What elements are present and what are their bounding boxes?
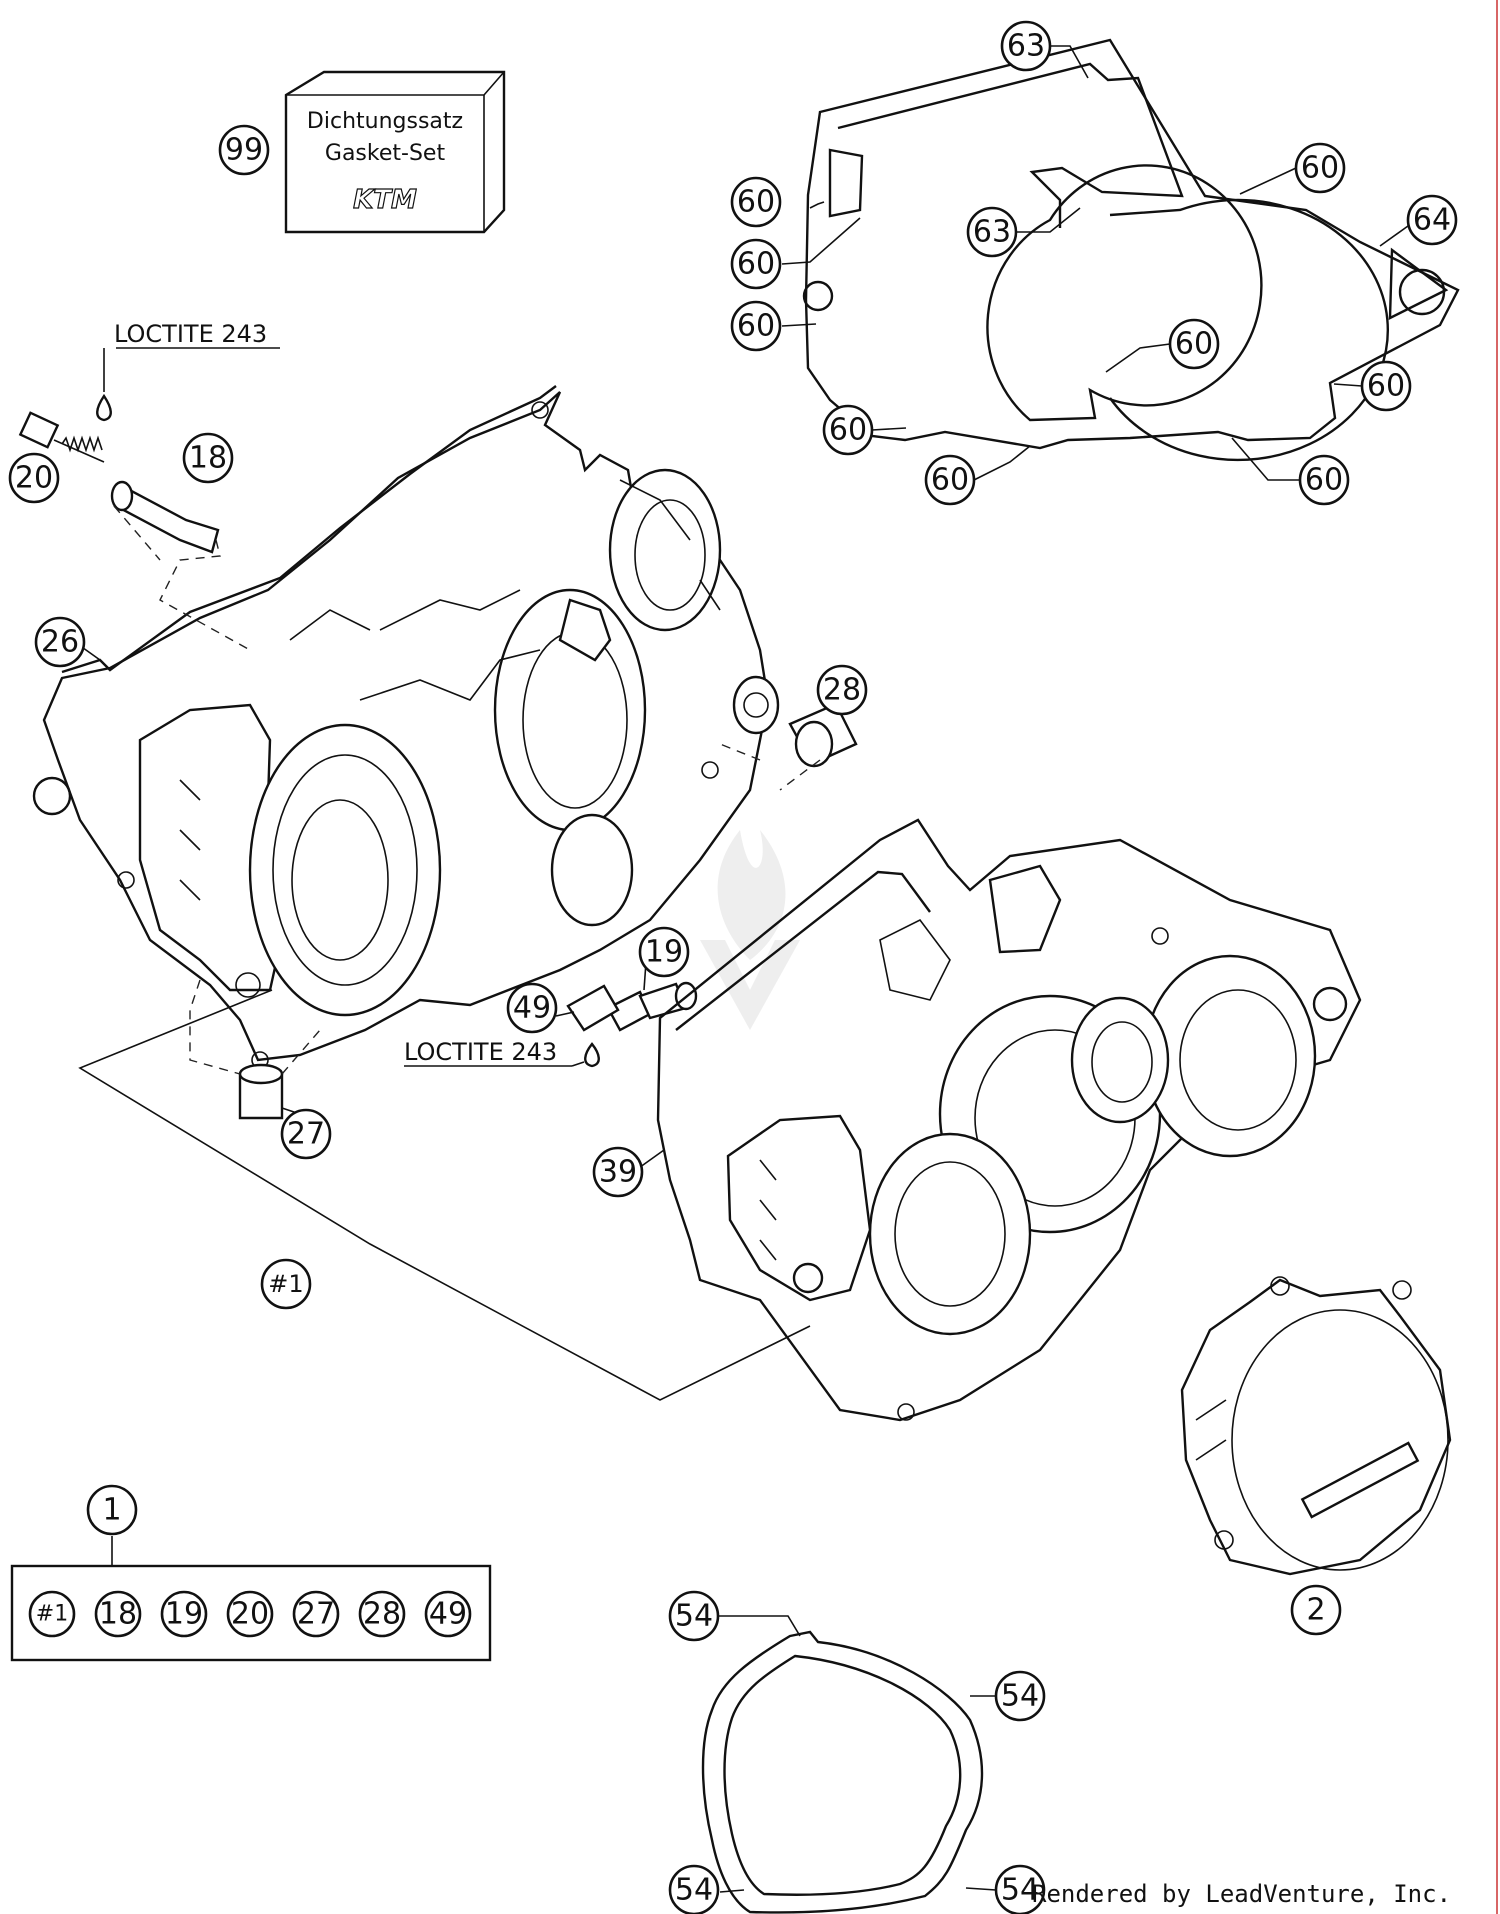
svg-text:27: 27 — [297, 1597, 335, 1632]
svg-text:#1: #1 — [36, 1602, 68, 1627]
svg-text:64: 64 — [1413, 203, 1451, 238]
ignition-cover — [1180, 1276, 1452, 1576]
brand-logo: KTM — [353, 185, 417, 215]
svg-text:60: 60 — [1175, 327, 1213, 362]
loctite-note-lower: LOCTITE 243 — [404, 1038, 557, 1066]
svg-text:60: 60 — [931, 463, 969, 498]
callout-60: 60 — [730, 238, 782, 290]
svg-text:63: 63 — [973, 215, 1011, 250]
callout-1: 1 — [86, 1484, 138, 1536]
callout-19: 19 — [638, 926, 690, 978]
kit-item-28: 28 — [358, 1590, 406, 1638]
callout-60: 60 — [822, 404, 874, 456]
svg-text:28: 28 — [823, 673, 861, 708]
svg-text:60: 60 — [1367, 369, 1405, 404]
callout-20: 20 — [8, 452, 60, 504]
svg-text:54: 54 — [675, 1873, 713, 1908]
dowel-pin-18 — [110, 480, 220, 554]
callout-60: 60 — [730, 300, 782, 352]
callout-99: 99 — [218, 124, 270, 176]
screw-plug-19 — [606, 981, 698, 1032]
svg-text:18: 18 — [189, 441, 227, 476]
callout-54: 54 — [994, 1864, 1046, 1914]
cylinder-base-gasket — [802, 38, 1460, 462]
loctite-note-upper: LOCTITE 243 — [114, 320, 267, 348]
gasket-hole — [32, 776, 72, 816]
callout-54: 54 — [994, 1670, 1046, 1722]
callout-54: 54 — [668, 1864, 720, 1914]
svg-text:60: 60 — [737, 185, 775, 220]
ignition-cover-badge — [1300, 1441, 1420, 1519]
kit-item-crankcase: #1 — [28, 1590, 76, 1638]
gasket-set-label-de: Dichtungssatz — [307, 109, 463, 134]
svg-text:19: 19 — [165, 1597, 203, 1632]
ignition-cover-gasket — [701, 1630, 984, 1914]
svg-text:63: 63 — [1007, 29, 1045, 64]
loctite-drop-upper — [96, 393, 112, 422]
kit-item-27: 27 — [292, 1590, 340, 1638]
callout-2: 2 — [1290, 1584, 1342, 1636]
callout-63: 63 — [966, 206, 1018, 258]
svg-text:60: 60 — [737, 309, 775, 344]
callout-60: 60 — [1360, 360, 1412, 412]
svg-text:60: 60 — [1305, 463, 1343, 498]
seal-ring-49 — [566, 984, 620, 1032]
callout-64: 64 — [1406, 194, 1458, 246]
dowel-pin-28-end — [794, 720, 834, 768]
svg-text:49: 49 — [429, 1597, 467, 1632]
right-crankcase-half — [656, 818, 1362, 1422]
svg-text:20: 20 — [15, 461, 53, 496]
callout-39: 39 — [592, 1146, 644, 1198]
svg-text:28: 28 — [363, 1597, 401, 1632]
callout-18: 18 — [182, 432, 234, 484]
svg-text:60: 60 — [1301, 151, 1339, 186]
kit-item-18: 18 — [94, 1590, 142, 1638]
svg-text:18: 18 — [99, 1597, 137, 1632]
svg-text:19: 19 — [645, 935, 683, 970]
svg-text:27: 27 — [287, 1117, 325, 1152]
render-credit: Rendered by LeadVenture, Inc. — [1032, 1880, 1451, 1908]
svg-text:54: 54 — [675, 1599, 713, 1634]
callout-54: 54 — [668, 1590, 720, 1642]
svg-text:39: 39 — [599, 1155, 637, 1190]
assembly-dash-lines — [113, 505, 821, 1075]
callout-49: 49 — [506, 982, 558, 1034]
gasket-set-label-en: Gasket-Set — [325, 141, 446, 166]
watermark-logo — [700, 830, 800, 1030]
callout-crankcase-assembly: #1 — [260, 1258, 312, 1310]
assembly-bracket — [78, 989, 811, 1401]
svg-text:26: 26 — [41, 625, 79, 660]
gasket-set-box: Dichtungssatz Gasket-Set KTM — [284, 70, 506, 234]
callout-60: 60 — [730, 176, 782, 228]
dowel-pin-27-end — [238, 1063, 284, 1085]
svg-text:54: 54 — [1001, 1679, 1039, 1714]
svg-text:54: 54 — [1001, 1873, 1039, 1908]
kit-item-19: 19 — [160, 1590, 208, 1638]
svg-text:60: 60 — [829, 413, 867, 448]
callout-60: 60 — [1294, 142, 1346, 194]
bolt-20 — [18, 411, 105, 463]
kit-item-20: 20 — [226, 1590, 274, 1638]
svg-text:99: 99 — [225, 133, 263, 168]
callout-63: 63 — [1000, 20, 1052, 72]
callout-26: 26 — [34, 616, 86, 668]
callout-27: 27 — [280, 1108, 332, 1160]
svg-text:20: 20 — [231, 1597, 269, 1632]
callout-60: 60 — [1168, 318, 1220, 370]
callout-28: 28 — [816, 664, 868, 716]
callout-60: 60 — [1298, 454, 1350, 506]
left-crankcase-half — [42, 391, 780, 1069]
svg-text:#1: #1 — [268, 1270, 303, 1298]
svg-text:2: 2 — [1306, 1593, 1325, 1628]
kit-item-49: 49 — [424, 1590, 472, 1638]
svg-text:60: 60 — [737, 247, 775, 282]
svg-text:49: 49 — [513, 991, 551, 1026]
ignition-cover-gasket-inner — [723, 1654, 962, 1896]
loctite-drop-lower — [584, 1042, 600, 1068]
callout-60: 60 — [924, 454, 976, 506]
crankcase-gasket-outline — [61, 385, 557, 674]
svg-text:1: 1 — [102, 1493, 121, 1528]
